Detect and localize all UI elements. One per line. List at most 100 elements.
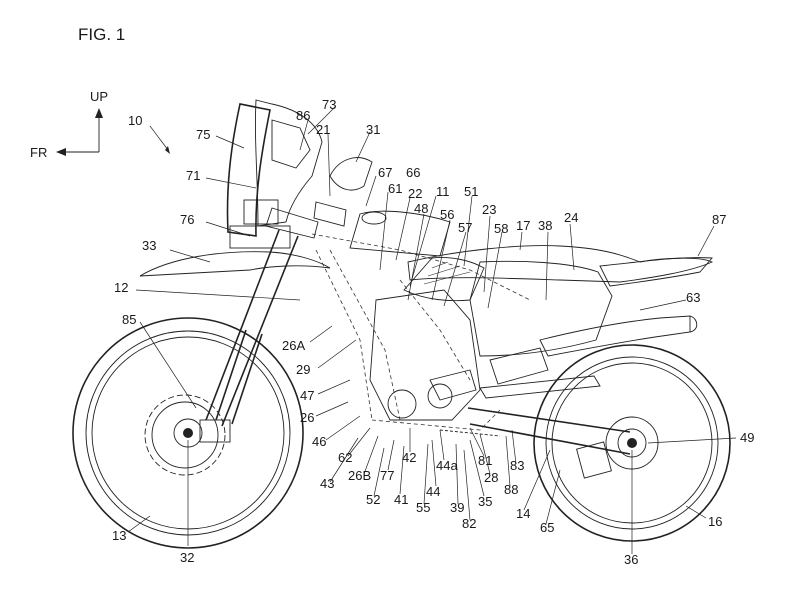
swingarm-upper [467, 407, 631, 433]
leader-51 [463, 195, 473, 267]
ref-65: 65 [540, 520, 554, 535]
ref-26A: 26A [282, 338, 305, 353]
ref-85: 85 [122, 312, 136, 327]
leader-26 [315, 401, 349, 417]
ref-28: 28 [484, 470, 498, 485]
main-frame-upper [311, 233, 531, 301]
leader-33 [169, 249, 211, 263]
ref-61: 61 [388, 181, 402, 196]
leader-28 [479, 433, 491, 475]
leader-75 [215, 135, 245, 149]
nav-tower [226, 99, 373, 249]
ref-23: 23 [482, 202, 496, 217]
fork-slider-rear [231, 333, 263, 425]
ref-49: 49 [740, 430, 754, 445]
leader-48 [407, 213, 425, 301]
ref-56: 56 [440, 207, 454, 222]
leader-29 [317, 339, 357, 369]
ref-87: 87 [712, 212, 726, 227]
leader-76 [205, 221, 251, 237]
swingarm-14 [439, 375, 631, 455]
leader-85 [139, 321, 197, 409]
ref-66: 66 [406, 165, 420, 180]
ref-39: 39 [450, 500, 464, 515]
ref-29: 29 [296, 362, 310, 377]
ref-67: 67 [378, 165, 392, 180]
chain-guide [439, 429, 501, 437]
ref-24: 24 [564, 210, 578, 225]
ref-21: 21 [316, 122, 330, 137]
leader-55 [423, 443, 429, 505]
leader-26B [363, 435, 379, 475]
leader-83 [511, 429, 517, 465]
ref-88: 88 [504, 482, 518, 497]
ref-42: 42 [402, 450, 416, 465]
fork-slider-front [215, 329, 247, 421]
leader-26A [309, 325, 333, 343]
leaders [127, 105, 737, 554]
front-tire-outer [72, 317, 304, 549]
leader-13 [127, 515, 151, 533]
ref-47: 47 [300, 388, 314, 403]
leader-43 [329, 437, 359, 483]
engine-block [369, 289, 481, 421]
leader-44 [431, 439, 437, 487]
handlebar-31 [329, 157, 373, 191]
leader-24 [569, 223, 575, 271]
leader-38 [545, 231, 549, 301]
up-arrow-icon [95, 108, 103, 118]
ref-41: 41 [394, 492, 408, 507]
ref-46: 46 [312, 434, 326, 449]
ref-62: 62 [338, 450, 352, 465]
rear-caliper [576, 441, 612, 479]
ref-81: 81 [478, 453, 492, 468]
ref-43: 43 [320, 476, 334, 491]
compass-up-label: UP [90, 89, 108, 104]
fork-tube-rear [221, 235, 299, 427]
ref-77: 77 [380, 468, 394, 483]
leader-17 [519, 231, 523, 251]
leader-35 [469, 439, 485, 497]
ref-55: 55 [416, 500, 430, 515]
ref-38: 38 [538, 218, 552, 233]
ref-82: 82 [462, 516, 476, 531]
hatch-3 [423, 271, 471, 285]
ref-71: 71 [186, 168, 200, 183]
shroud-outline [403, 257, 485, 302]
compass-front-label: FR [30, 145, 47, 160]
leader-10 [149, 125, 169, 151]
ref-14: 14 [516, 506, 530, 521]
front-fork [205, 207, 319, 427]
front-axle [183, 428, 193, 438]
tower-instrument [271, 119, 311, 169]
tank-cap [361, 211, 387, 225]
leader-65 [545, 469, 561, 525]
ref-57: 57 [458, 220, 472, 235]
leader-16 [685, 505, 707, 519]
leader-71 [205, 177, 257, 189]
engine [369, 289, 481, 421]
figure-title: FIG. 1 [78, 25, 125, 44]
ref-75: 75 [196, 127, 210, 142]
seat-17 [407, 245, 714, 283]
ref-17: 17 [516, 218, 530, 233]
tower-frame [255, 99, 323, 227]
frame [311, 210, 531, 431]
leader-77 [387, 439, 395, 471]
front-caliper [199, 419, 231, 443]
leader-39 [455, 443, 459, 505]
ref-58: 58 [494, 221, 508, 236]
leader-21 [327, 133, 331, 197]
fork-tube-front [205, 229, 280, 421]
leader-12 [135, 289, 301, 301]
leader-87 [697, 225, 715, 257]
leader-67 [365, 175, 377, 207]
swingarm-lower [469, 423, 631, 455]
ref-12: 12 [114, 280, 128, 295]
fuel-tank-11 [349, 210, 451, 257]
leader-63 [639, 299, 687, 311]
ref-31: 31 [366, 122, 380, 137]
front-fender [139, 251, 331, 277]
front-disc-inner [151, 401, 219, 469]
